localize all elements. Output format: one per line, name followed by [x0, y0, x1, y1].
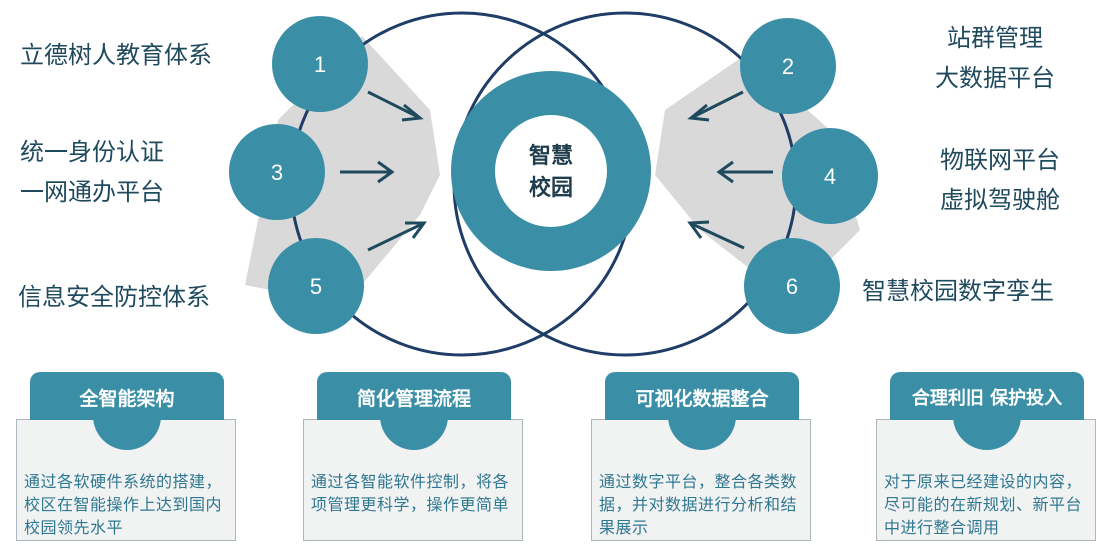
node-label-2-line2: 大数据平台 [935, 64, 1055, 92]
card-description: 通过各软硬件系统的搭建，校区在智能操作上达到国内校园领先水平 [24, 472, 223, 537]
node-circle-3 [229, 124, 325, 220]
card-reuse-protect: 合理利旧 保护投入 对于原来已经建设的内容，尽可能的在新规划、新平台中进行整合调… [876, 372, 1100, 544]
arrow-2-head [687, 103, 710, 122]
card-title: 可视化数据整合 [605, 372, 799, 420]
node-number-1: 1 [314, 52, 326, 77]
arrow-1 [367, 90, 419, 119]
card-description: 通过各智能软件控制，将各项管理更科学，操作更简单 [311, 472, 510, 514]
card-simplify-management: 简化管理流程 通过各智能软件控制，将各项管理更科学，操作更简单 [303, 372, 527, 544]
arrow-6-head [687, 220, 710, 239]
node-number-4: 4 [824, 164, 836, 189]
arrow-6 [691, 222, 745, 250]
node-number-5: 5 [310, 274, 322, 299]
card-title: 全智能架构 [30, 372, 224, 420]
node-circle-6 [744, 238, 840, 334]
node-circle-5 [268, 238, 364, 334]
arrows [340, 90, 773, 252]
node-circle-2 [740, 18, 836, 114]
node-label-5-line1: 信息安全防控体系 [18, 283, 210, 311]
node-label-3-line2: 一网通办平台 [20, 178, 164, 206]
center-hub-inner [495, 115, 607, 227]
arrow-1-head [401, 103, 424, 122]
node-label-1: 立德树人教育体系 [20, 35, 212, 75]
node-label-6: 智慧校园数字孪生 [862, 271, 1054, 311]
node-label-3: 统一身份认证 一网通办平台 [20, 132, 164, 212]
node-label-4-line2: 虚拟驾驶舱 [940, 186, 1060, 214]
node-circle-4 [782, 128, 878, 224]
arrow-2 [692, 90, 744, 119]
node-number-6: 6 [786, 274, 798, 299]
card-description: 通过数字平台，整合各类数据，并对数据进行分析和结果展示 [599, 472, 798, 537]
card-description: 对于原来已经建设的内容，尽可能的在新规划、新平台中进行整合调用 [884, 472, 1083, 537]
arrow-5-head [405, 221, 427, 239]
node-label-4: 物联网平台 虚拟驾驶舱 [905, 140, 1095, 220]
arrow-3-head [377, 160, 395, 184]
node-label-5: 信息安全防控体系 [18, 277, 210, 317]
center-label-line2: 校园 [529, 175, 573, 201]
card-visual-data: 可视化数据整合 通过数字平台，整合各类数据，并对数据进行分析和结果展示 [591, 372, 815, 544]
node-circle-1 [272, 16, 368, 112]
right-wedge [655, 55, 860, 300]
node-number-2: 2 [782, 54, 794, 79]
node-label-1-line1: 立德树人教育体系 [20, 41, 212, 69]
node-label-6-line1: 智慧校园数字孪生 [862, 277, 1054, 305]
card-title: 简化管理流程 [317, 372, 511, 420]
node-label-4-line1: 物联网平台 [940, 146, 1060, 174]
arrow-4-head [716, 160, 734, 184]
node-number-3: 3 [271, 160, 283, 185]
node-label-2: 站群管理 大数据平台 [900, 18, 1090, 98]
card-full-intelligence: 全智能架构 通过各软硬件系统的搭建，校区在智能操作上达到国内校园领先水平 [16, 372, 240, 544]
card-title: 合理利旧 保护投入 [890, 372, 1084, 420]
arrow-5 [367, 222, 423, 252]
node-label-2-line1: 站群管理 [947, 24, 1043, 52]
center-label-line1: 智慧 [529, 143, 573, 169]
node-label-3-line1: 统一身份认证 [20, 138, 164, 166]
